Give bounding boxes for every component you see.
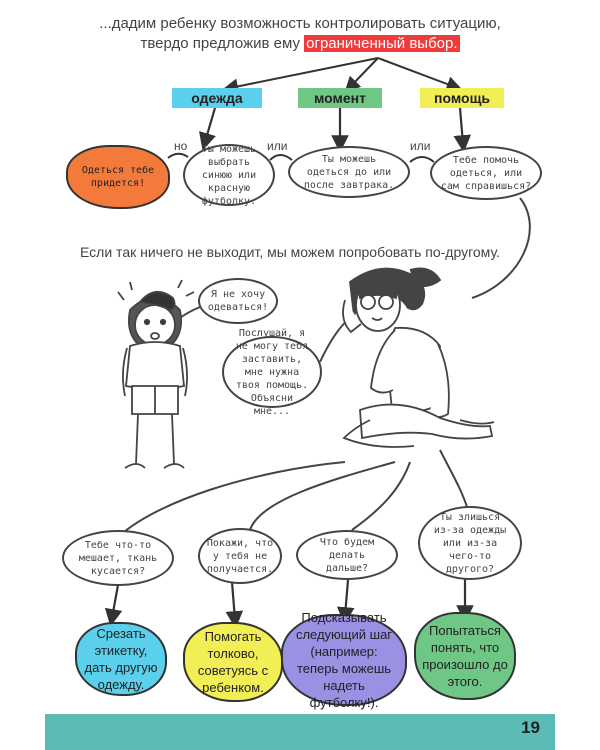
footer-band [45,714,555,750]
curve-to-q3 [351,461,411,531]
arrow-clothes-down [199,107,217,151]
time-choice-bubble: Ты можешь одеться до или после завтрака. [288,146,410,198]
tail-child-speech [179,306,201,319]
arrow-to-clothes [222,57,379,95]
answer-blob-2: Помогать толково, советуясь с ребенком. [183,622,283,702]
arrow-to-help [377,57,463,92]
arrow-to-time [344,57,379,93]
connector-or-1: или [267,139,288,153]
curve-to-q1 [109,461,346,546]
question-bubble-3: Что будем делать дальше? [296,530,398,580]
child-speech-bubble: Я не хочу одеваться! [198,278,278,324]
must-dress-blob: Одеться тебе придется! [66,145,170,209]
arrow-q2-a2 [225,581,244,629]
connector-but: но [174,139,188,153]
help-choice-bubble: Тебе помочь одеться, или сам справишься? [430,146,542,200]
adult-speech-bubble: Послушай, я не могу тебя заставить, мне … [222,328,322,417]
intro-text: ...дадим ребенку возможность контролиров… [80,14,520,54]
tshirt-choice-bubble: Ты можешь выбрать синюю или красную футб… [183,144,275,207]
middle-text: Если так ничего не выходит, мы можем поп… [80,244,500,260]
curve-to-q2 [249,461,396,531]
link-must-tshirt [167,152,189,159]
arrow-help-down [453,107,472,153]
arrow-q3-a3 [336,579,355,625]
arrow-q1-a1 [104,584,123,627]
curve-help-to-adult [471,197,531,299]
link-time-help [409,156,435,163]
intro-highlight: ограниченный выбор. [304,35,460,52]
intro-line-2: твердо предложив ему [140,35,300,52]
answer-blob-3: Подсказывать следующий шаг (например: те… [281,610,407,710]
curve-to-q4 [439,449,469,511]
connector-or-2: или [410,139,431,153]
child-figure [117,279,195,469]
question-bubble-2: Покажи, что у тебя не получается. [198,528,282,584]
link-tshirt-time [269,154,293,161]
intro-line-1: ...дадим ребенку возможность контролиров… [99,15,501,32]
category-clothes: одежда [172,88,262,108]
answer-blob-4: Попытаться понять, что произошло до этог… [414,612,516,700]
adult-figure [342,267,495,448]
category-help: помощь [420,88,504,108]
question-bubble-4: Ты злишься из-за одежды или из-за чего-т… [418,506,522,580]
question-bubble-1: Тебе что-то мешает, ткань кусается? [62,530,174,586]
answer-blob-1: Срезать этикетку, дать другую одежду. [75,622,167,696]
category-time: момент [298,88,382,108]
page-number: 19 [521,718,540,737]
